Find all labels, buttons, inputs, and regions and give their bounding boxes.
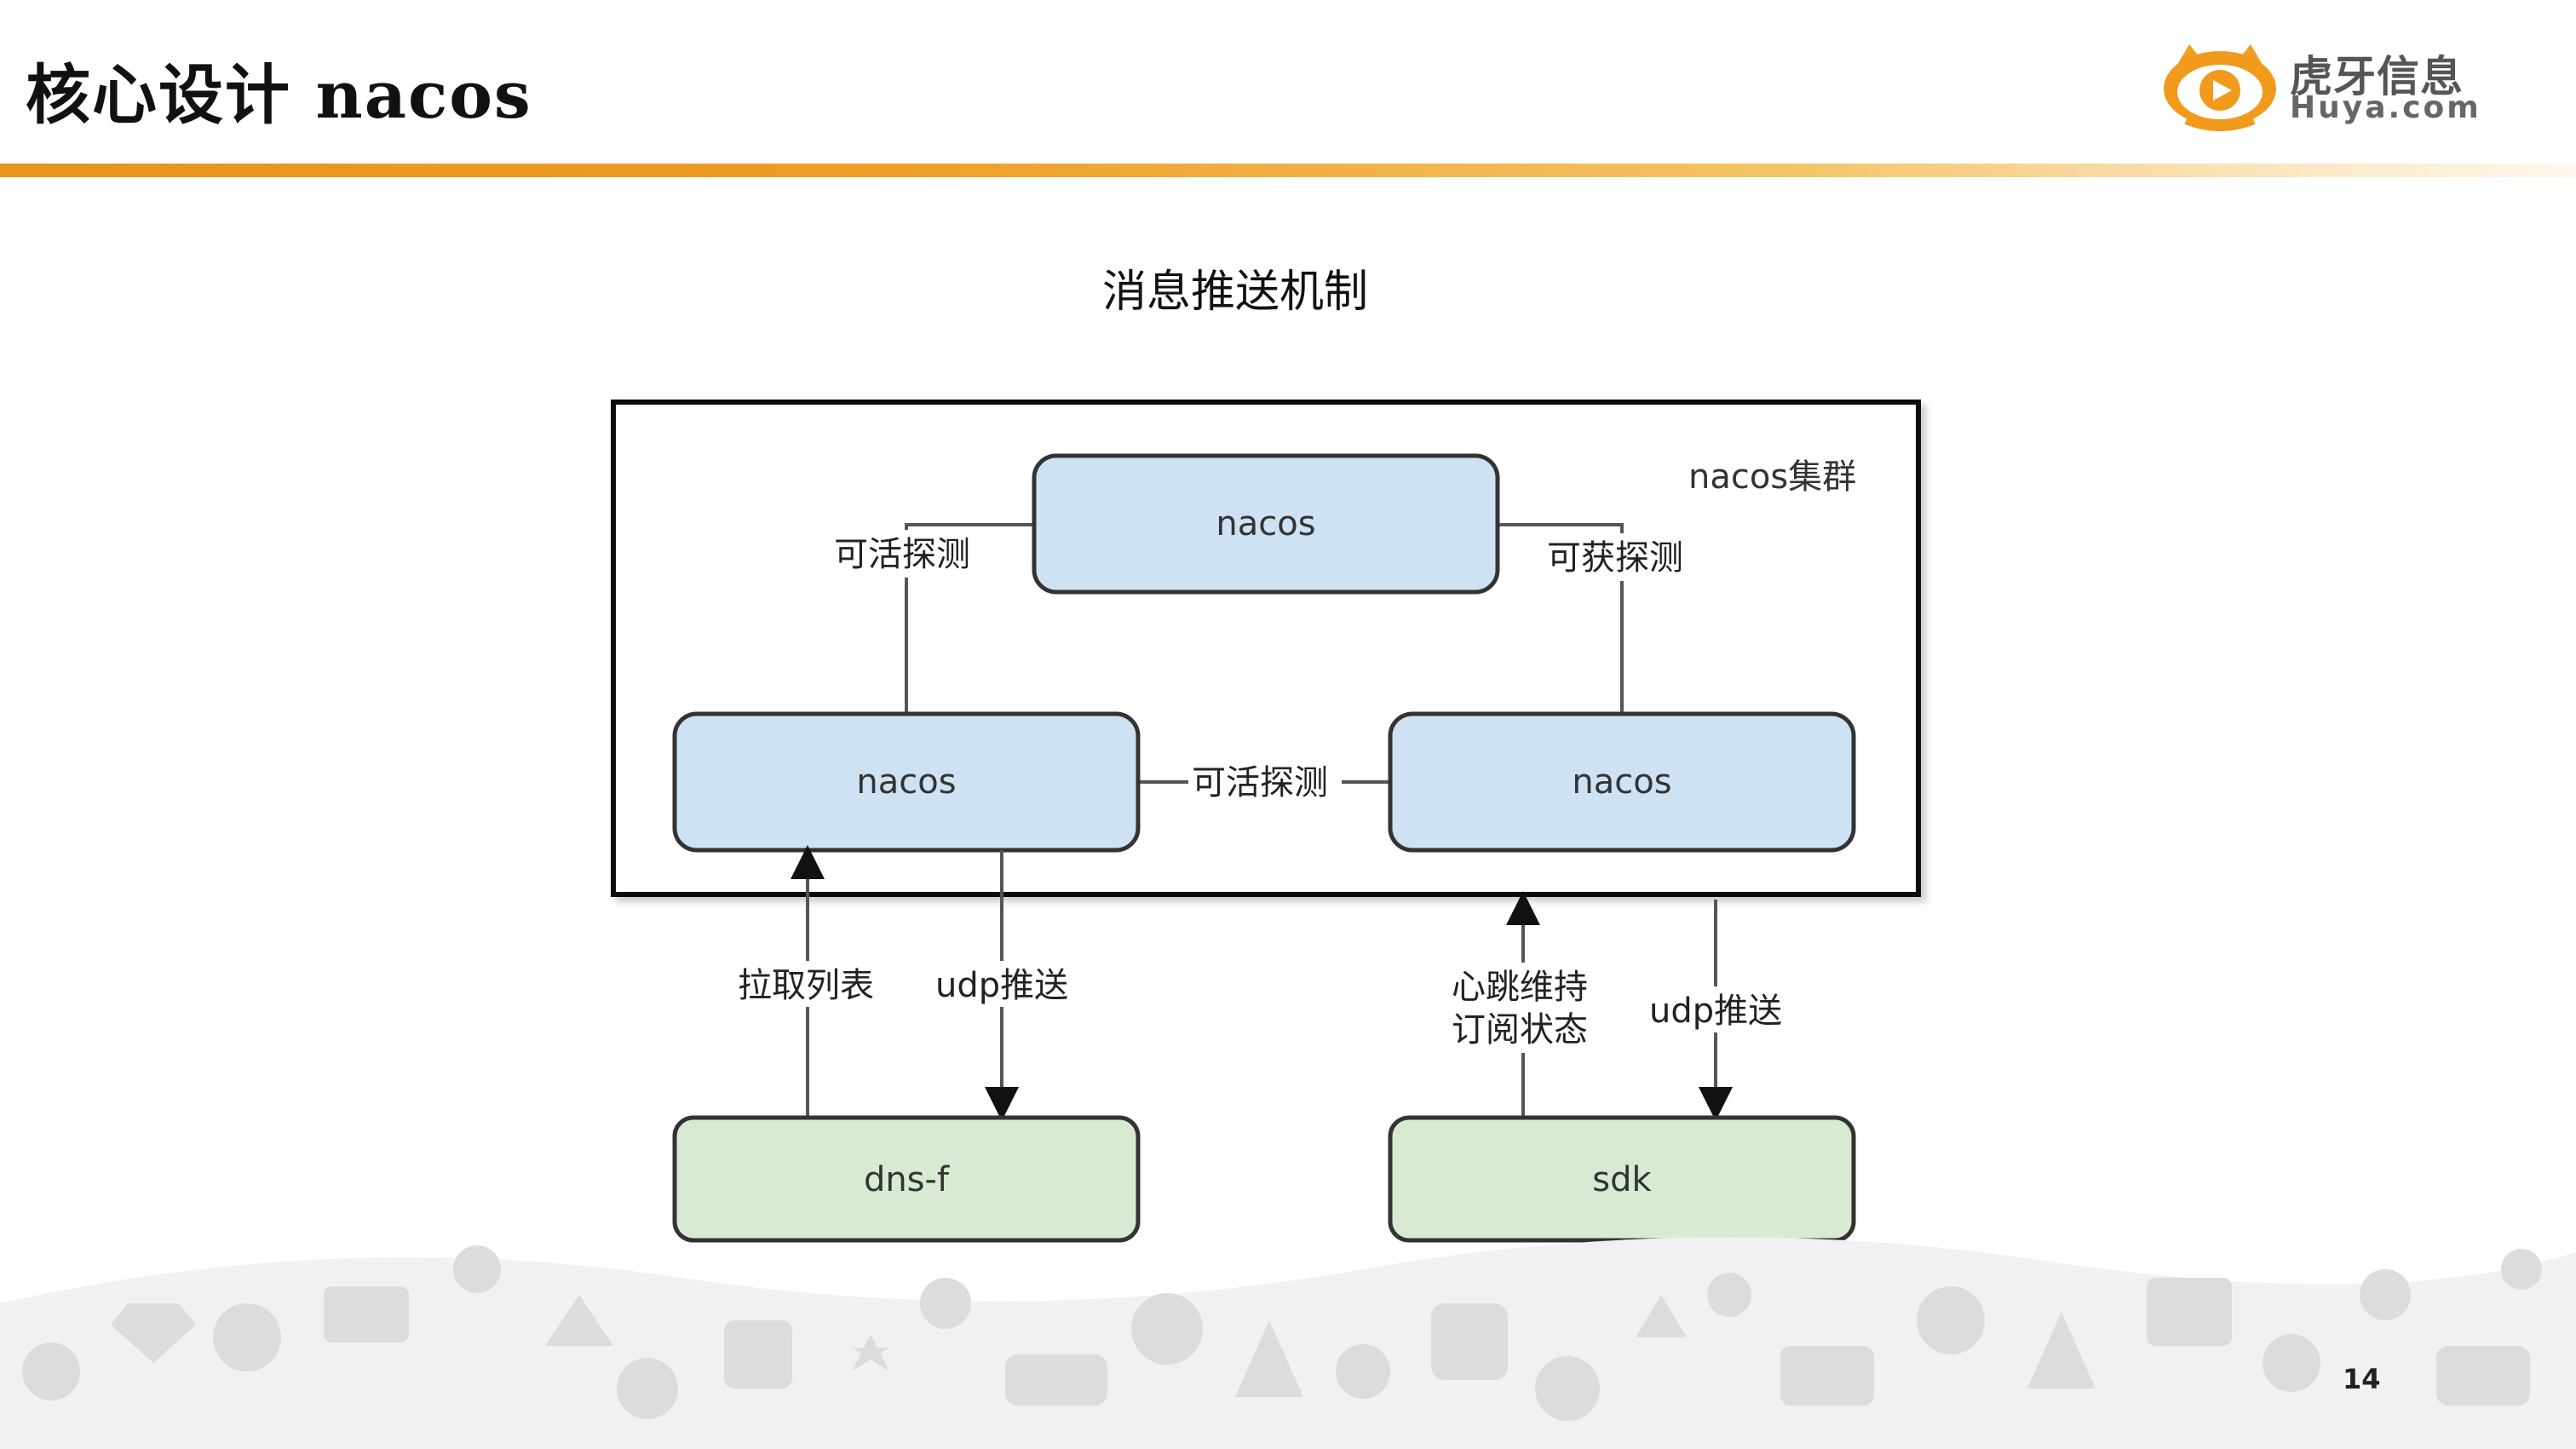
edge-label-top-right: 可获探测 xyxy=(1547,538,1683,578)
decorative-icon-pattern xyxy=(0,1237,2576,1449)
logo-text-english: Huya.com xyxy=(2290,90,2481,125)
node-nacos-right: nacos xyxy=(1388,711,1856,853)
huya-mascot-icon xyxy=(2164,44,2276,131)
edge-label-top-left: 可活探测 xyxy=(834,535,970,574)
node-nacos-left: nacos xyxy=(672,711,1141,853)
edge-label-left-right: 可活探测 xyxy=(1192,763,1328,802)
arrow-label-udp-push-right: udp推送 xyxy=(1649,992,1782,1031)
slide-title: 核心设计 nacos xyxy=(26,57,532,133)
node-label: nacos xyxy=(1572,762,1671,802)
huya-logo: 虎牙信息 Huya.com xyxy=(2160,39,2527,133)
logo-text-chinese: 虎牙信息 xyxy=(2290,52,2464,101)
arrow-label-pull-list: 拉取列表 xyxy=(738,966,874,1005)
node-nacos-top: nacos xyxy=(1032,453,1500,595)
edge-top-right xyxy=(1498,523,1624,714)
header-divider xyxy=(0,164,2576,177)
node-label: nacos xyxy=(856,762,956,802)
cluster-label: nacos集群 xyxy=(1688,457,1856,497)
diagram-title: 消息推送机制 xyxy=(1101,267,1368,318)
page-number: 14 xyxy=(2343,1363,2381,1395)
arrow-label-udp-push-left: udp推送 xyxy=(935,966,1068,1005)
arrow-label-heartbeat-line2: 订阅状态 xyxy=(1452,1010,1588,1049)
edge-top-left xyxy=(905,523,1034,714)
node-label: nacos xyxy=(1216,504,1315,543)
node-label: dns-f xyxy=(864,1160,950,1199)
node-dns-f: dns-f xyxy=(672,1115,1141,1243)
node-label: sdk xyxy=(1592,1160,1652,1199)
arrow-label-heartbeat-line1: 心跳维持 xyxy=(1452,968,1588,1007)
